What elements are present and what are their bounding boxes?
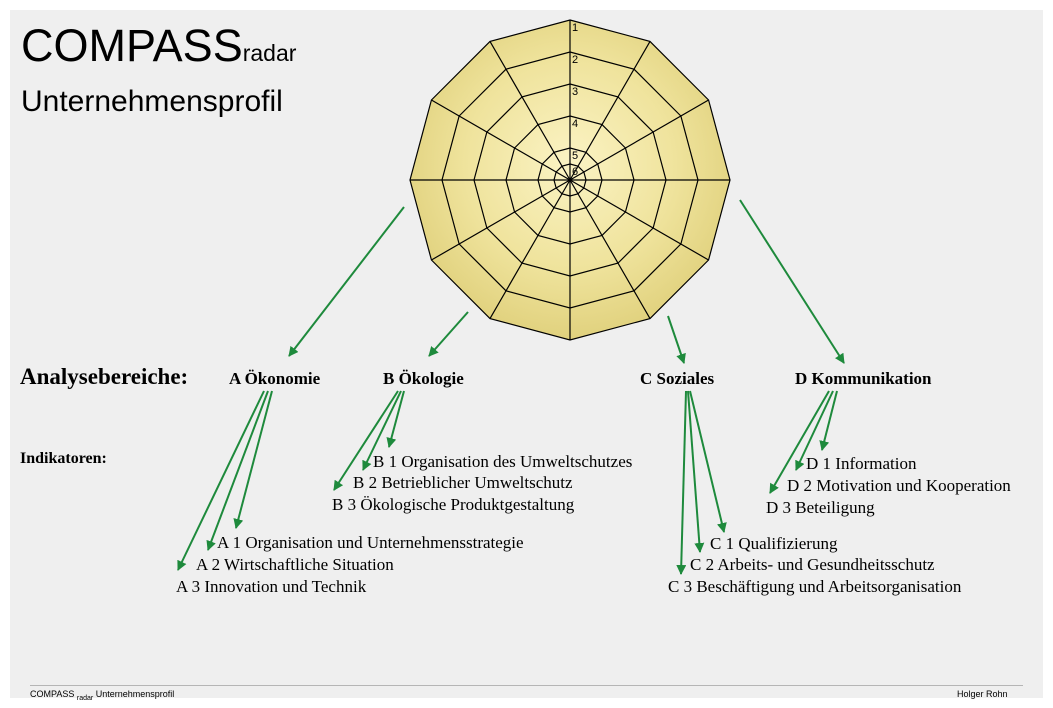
arrow-radar-to-b [428, 311, 469, 357]
radar-ring-label: 2 [572, 54, 578, 66]
arrow-d-to-d1 [819, 390, 838, 451]
arrows [177, 199, 845, 575]
page-title: COMPASSradar [21, 20, 296, 79]
footer-title-rest: Unternehmensprofil [95, 689, 175, 699]
arrow-a-to-a1 [233, 390, 273, 529]
radar-ring-label: 3 [572, 86, 578, 98]
indicator-d1: D 1 Information [806, 454, 917, 473]
arrow-b-to-b1 [386, 390, 405, 448]
footer-left: COMPASS radar Unternehmensprofil [30, 689, 175, 702]
radar-ring-label: 4 [572, 118, 578, 130]
arrow-radar-to-d [739, 199, 845, 364]
indicator-c2: C 2 Arbeits- und Gesundheitsschutz [690, 555, 935, 574]
arrow-d-to-d3 [769, 390, 830, 494]
arrow-c-to-c3 [676, 390, 687, 575]
arrow-c-to-c1 [689, 390, 727, 533]
arrow-b-to-b2 [362, 390, 402, 471]
radar-spoke [489, 41, 571, 181]
arrow-d-to-d2 [795, 390, 834, 471]
indicator-c3: C 3 Beschäftigung und Arbeitsorganisatio… [668, 577, 962, 596]
radar-spoke [569, 99, 709, 181]
footer-title-sub: radar [76, 695, 94, 702]
indicators-heading: Indikatoren: [20, 450, 107, 467]
indicator-c1: C 1 Qualifizierung [710, 534, 838, 553]
arrow-radar-to-c [667, 315, 686, 364]
arrow-c-to-c2 [687, 390, 705, 553]
arrow-a-to-a3 [177, 390, 265, 571]
indicator-b3: B 3 Ökologische Produktgestaltung [332, 495, 575, 514]
radar-spoke [489, 179, 571, 319]
indicator-d3: D 3 Beteiligung [766, 498, 875, 517]
radar-spoke [569, 41, 651, 181]
area-a-label: A Ökonomie [229, 369, 321, 388]
radar-chart: 1 2 3 4 5 6 [409, 19, 731, 341]
arrow-a-to-a2 [206, 390, 269, 551]
indicator-b1: B 1 Organisation des Umweltschutzes [373, 452, 633, 471]
footer-title-main: COMPASS [30, 689, 75, 699]
area-b-label: B Ökologie [383, 369, 464, 388]
page-subtitle: Unternehmensprofil [21, 85, 283, 118]
radar-spoke [431, 179, 571, 261]
indicator-a1: A 1 Organisation und Unternehmensstrateg… [217, 533, 524, 552]
arrow-radar-to-a [288, 206, 405, 357]
indicator-a3: A 3 Innovation und Technik [176, 577, 367, 596]
arrow-b-to-b3 [333, 390, 399, 491]
radar-ring-label: 5 [572, 150, 578, 162]
title-subscript: radar [242, 40, 297, 66]
area-c-label: C Soziales [640, 369, 715, 388]
footer-divider [30, 685, 1023, 686]
radar-ring-label: 6 [572, 166, 578, 178]
radar-spoke [569, 179, 709, 261]
analysis-heading: Analysebereiche: [20, 364, 189, 389]
radar-ring-label: 1 [572, 22, 578, 34]
footer-author: Holger Rohn [957, 689, 1008, 699]
indicator-b2: B 2 Betrieblicher Umweltschutz [353, 473, 573, 492]
indicator-d2: D 2 Motivation und Kooperation [787, 476, 1011, 495]
area-d-label: D Kommunikation [795, 369, 932, 388]
radar-spoke [569, 179, 651, 319]
radar-spoke [431, 99, 571, 181]
title-main: COMPASS [21, 20, 243, 71]
indicator-a2: A 2 Wirtschaftliche Situation [196, 555, 394, 574]
